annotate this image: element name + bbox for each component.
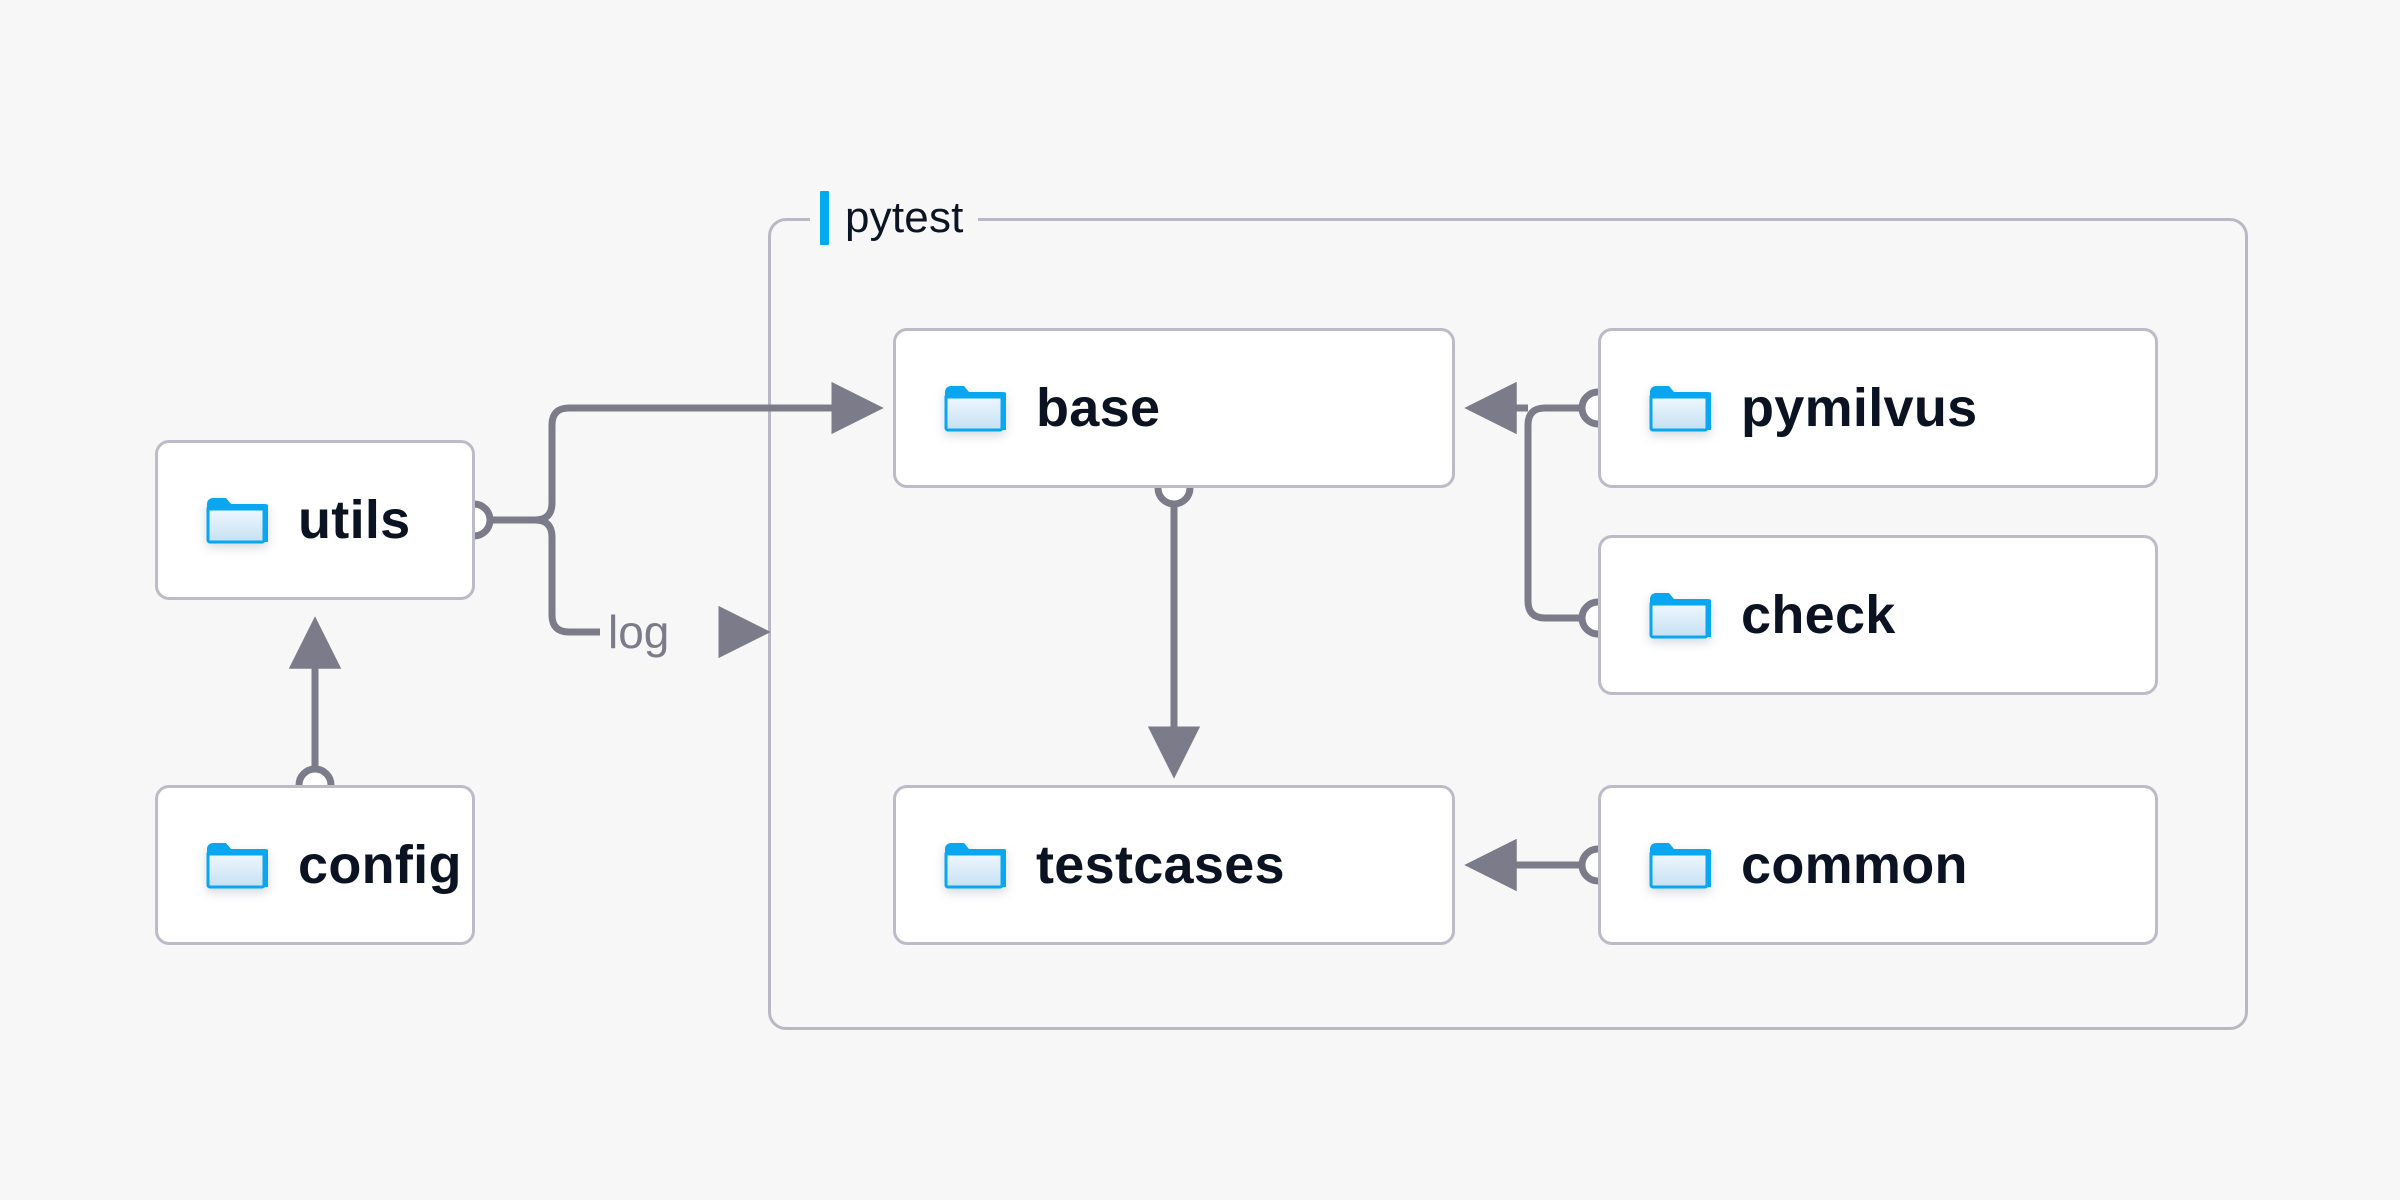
- node-pymilvus[interactable]: pymilvus: [1598, 328, 2158, 488]
- folder-icon: [1647, 382, 1711, 434]
- folder-icon: [1647, 589, 1711, 641]
- node-testcases[interactable]: testcases: [893, 785, 1455, 945]
- node-base[interactable]: base: [893, 328, 1455, 488]
- node-label: utils: [298, 490, 411, 550]
- node-utils[interactable]: utils: [155, 440, 475, 600]
- node-label: pymilvus: [1741, 378, 1978, 438]
- accent-bar-icon: [820, 191, 829, 245]
- node-label: testcases: [1036, 835, 1285, 895]
- folder-icon: [1647, 839, 1711, 891]
- folder-icon: [942, 382, 1006, 434]
- node-config[interactable]: config: [155, 785, 475, 945]
- node-label: check: [1741, 585, 1896, 645]
- node-label: base: [1036, 378, 1161, 438]
- node-check[interactable]: check: [1598, 535, 2158, 695]
- wire-utils-to-log: [522, 516, 600, 636]
- edge-label-log: log: [608, 606, 670, 658]
- folder-icon: [942, 839, 1006, 891]
- folder-icon: [204, 494, 268, 546]
- node-common[interactable]: common: [1598, 785, 2158, 945]
- node-label: common: [1741, 835, 1968, 895]
- node-label: config: [298, 835, 462, 895]
- pytest-group-label-text: pytest: [845, 193, 964, 242]
- pytest-group-label: pytest: [810, 190, 978, 246]
- folder-icon: [204, 839, 268, 891]
